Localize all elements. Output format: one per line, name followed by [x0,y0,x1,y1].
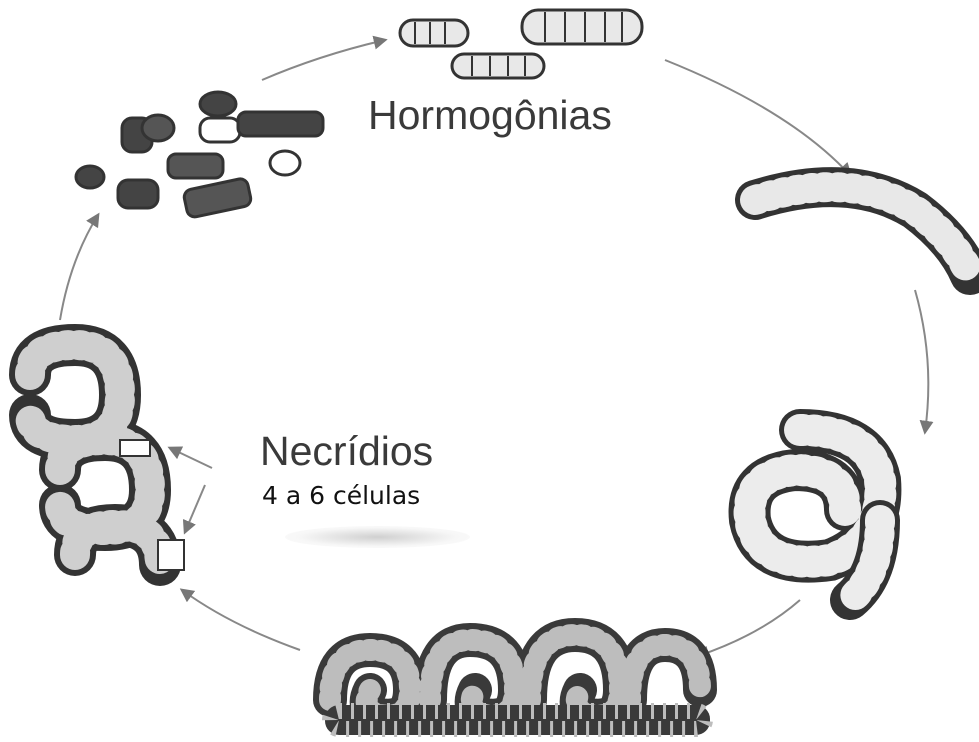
label-necridia-cells: 4 a 6 células [262,481,420,510]
label-hormogonia: Hormogônias [368,92,612,139]
arrow-coil-to-mat [698,600,800,656]
hormogonia-group [400,10,642,78]
necridium-2 [158,540,184,570]
blur-smudge [285,526,470,548]
necridia-filament [30,345,184,570]
pointer-necridium-2 [185,485,205,532]
arrow-filament-to-coil [915,290,928,432]
filament-fragments [76,92,323,218]
arrow-fragments-to-hormogonia [262,40,385,80]
label-necridia: Necrídios [260,428,433,475]
necridium-1 [120,440,150,456]
arrow-necridia-to-fragments [60,215,98,320]
arrow-hormogonia-to-filament [665,60,850,175]
mature-filament-mat [325,635,710,735]
young-filament [755,187,970,275]
arrow-mat-to-necridia [182,590,300,650]
pointer-necridium-1 [170,448,212,468]
coiling-filament [750,430,881,600]
